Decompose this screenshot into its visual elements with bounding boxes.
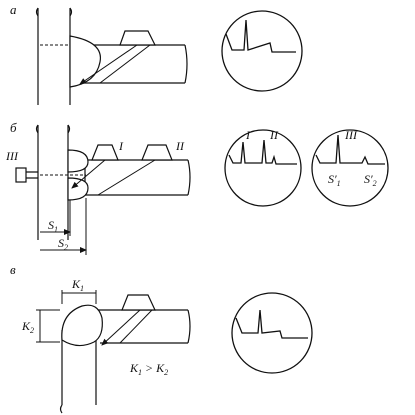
panel-b-dim-S2: S2 bbox=[58, 236, 68, 252]
panel-v-weld-bead bbox=[61, 304, 103, 347]
panel-v: в K1 K2 K1 > K2 bbox=[10, 262, 313, 414]
panel-a-beam-arrow bbox=[79, 44, 138, 85]
panel-a: а bbox=[10, 2, 303, 105]
panel-b-probe-I bbox=[91, 144, 119, 161]
panel-b-probe-label-III: III bbox=[5, 149, 19, 163]
panel-b-probe-label-II: II bbox=[175, 139, 185, 153]
panel-a-vertical-plate bbox=[35, 7, 73, 105]
panel-b: б III I I bbox=[5, 120, 389, 255]
panel-b-probe-III bbox=[15, 167, 38, 183]
panel-b-screen-1-trace bbox=[228, 139, 297, 165]
panel-v-probe bbox=[121, 294, 156, 311]
panel-b-dimensions bbox=[40, 198, 87, 255]
panel-v-trace bbox=[235, 309, 308, 339]
panel-b-beam-I bbox=[71, 159, 106, 189]
panel-b-screen-1: I II bbox=[224, 128, 302, 207]
panel-a-oscilloscope-screen bbox=[221, 10, 303, 92]
panel-b-probe-label-I: I bbox=[118, 139, 124, 153]
panel-v-dim-K1: K1 bbox=[71, 277, 84, 293]
panel-v-relation: K1 > K2 bbox=[129, 361, 168, 377]
panel-v-oscilloscope-screen bbox=[231, 292, 313, 374]
panel-b-dim-S1: S1 bbox=[48, 218, 58, 234]
panel-a-letter: а bbox=[10, 2, 17, 17]
panel-b-probe-II bbox=[141, 144, 173, 161]
panel-v-dimensions bbox=[36, 290, 97, 343]
panel-b-letter: б bbox=[10, 120, 17, 135]
panel-v-letter: в bbox=[10, 262, 16, 277]
panel-a-trace bbox=[225, 19, 296, 53]
panel-b-screen-2: III S′1 S′2 bbox=[311, 128, 389, 207]
panel-b-beam-II bbox=[97, 159, 156, 196]
panel-b-weld-top bbox=[67, 149, 89, 173]
panel-v-vertical-plate bbox=[59, 330, 97, 414]
panel-v-dim-K2: K2 bbox=[21, 319, 34, 335]
panel-v-beam-arrow bbox=[101, 309, 141, 346]
panel-b-screen-1-label-II: II bbox=[269, 128, 279, 142]
panel-b-weld-bottom bbox=[67, 177, 89, 201]
panel-b-screen-2-label-III: III bbox=[344, 128, 358, 142]
panel-b-screen-1-label-I: I bbox=[245, 128, 251, 142]
panel-b-horizontal-plate bbox=[84, 159, 191, 196]
panel-b-screen-2-trace bbox=[315, 134, 385, 165]
panel-a-weld-bead bbox=[69, 35, 102, 88]
panel-a-probe bbox=[119, 30, 156, 46]
